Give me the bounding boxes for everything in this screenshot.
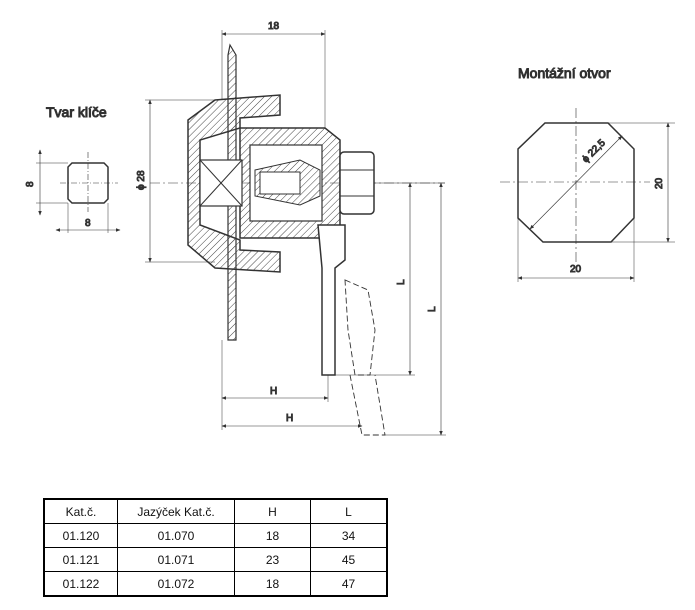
drawing-canvas: Tvar klíče 8 8 18 ϕ 28 <box>25 21 675 436</box>
key-width-dim: 8 <box>85 218 91 229</box>
table-row: 01.122 01.072 18 47 <box>43 571 388 597</box>
catalog-table: Kat.č. Jazýček Kat.č. H L 01.120 01.070 … <box>43 498 388 597</box>
cell-L: 34 <box>310 523 388 548</box>
cell-H: 18 <box>234 523 311 548</box>
dim-L-long-label: L <box>427 306 438 312</box>
cell-tongue-cat-no: 01.071 <box>117 547 235 572</box>
header-tongue-cat-no: Jazýček Kat.č. <box>117 498 235 524</box>
header-cat-no: Kat.č. <box>43 498 118 524</box>
key-shape-view: Tvar klíče 8 8 <box>25 104 121 233</box>
cell-L: 47 <box>310 571 388 597</box>
cell-tongue-cat-no: 01.072 <box>117 571 235 597</box>
lock-section-view: 18 ϕ 28 L L H H <box>136 21 446 436</box>
hole-height-label: 20 <box>654 177 665 189</box>
table-row: 01.121 01.071 23 45 <box>43 547 388 572</box>
cell-L: 45 <box>310 547 388 572</box>
cell-H: 23 <box>234 547 311 572</box>
dim-H-long-label: H <box>286 413 293 424</box>
key-height-dim: 8 <box>25 181 36 187</box>
key-shape-title: Tvar klíče <box>46 104 107 120</box>
cell-H: 18 <box>234 571 311 597</box>
dim-L-short-label: L <box>396 279 407 285</box>
header-L: L <box>310 498 388 524</box>
header-H: H <box>234 498 311 524</box>
table-header-row: Kat.č. Jazýček Kat.č. H L <box>43 498 388 524</box>
table-row: 01.120 01.070 18 34 <box>43 523 388 548</box>
cell-cat-no: 01.121 <box>43 547 118 572</box>
cell-tongue-cat-no: 01.070 <box>117 523 235 548</box>
dim-18-label: 18 <box>268 21 280 32</box>
cell-cat-no: 01.120 <box>43 523 118 548</box>
hole-width-label: 20 <box>570 264 582 275</box>
mounting-hole-title: Montážní otvor <box>518 65 611 81</box>
hole-diameter-label: ϕ 22,5 <box>580 137 608 165</box>
mounting-hole-view: Montážní otvor ϕ 22,5 20 20 <box>500 65 675 282</box>
dim-H-short-label: H <box>270 386 277 397</box>
cell-cat-no: 01.122 <box>43 571 118 597</box>
dim-diameter-28-label: ϕ 28 <box>136 170 147 190</box>
